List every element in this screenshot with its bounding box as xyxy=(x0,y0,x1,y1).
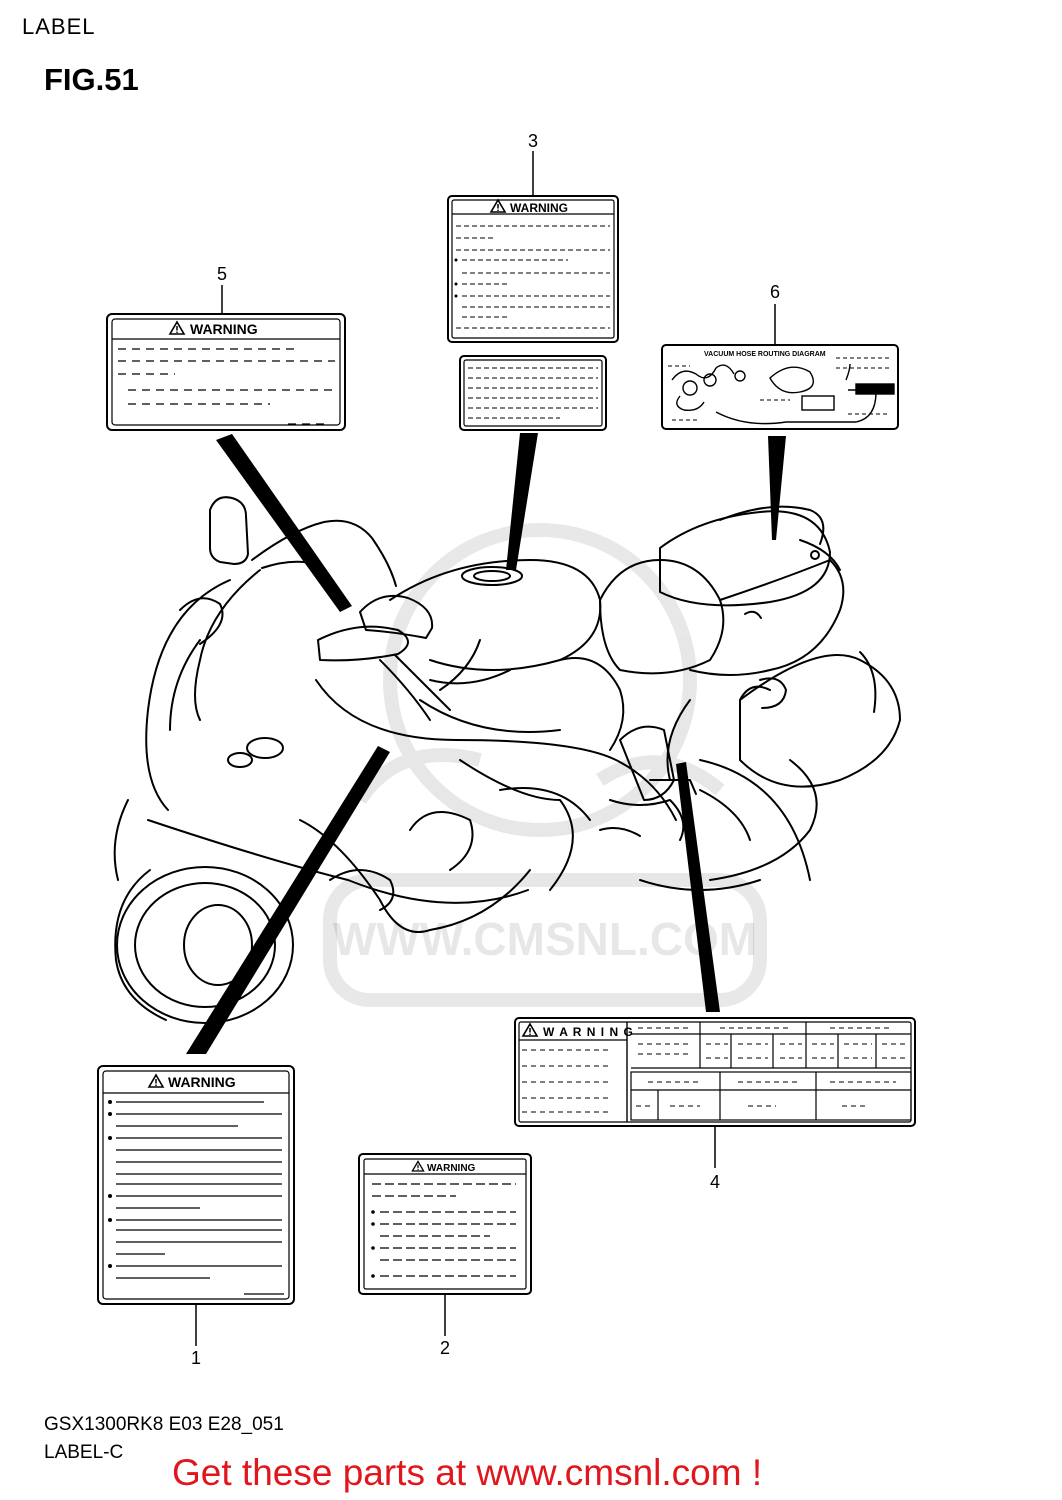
callout-1: 1 xyxy=(191,1348,201,1368)
callout-6: 6 xyxy=(770,282,780,302)
label-4-warning-table-sticker[interactable]: W A R N I N G xyxy=(514,1017,916,1127)
callout-3: 3 xyxy=(528,131,538,151)
label-5-warning-text: WARNING xyxy=(190,321,258,337)
group-label: LABEL-C xyxy=(44,1442,124,1463)
callout-5: 5 xyxy=(217,264,227,284)
label-3-warning-text: WARNING xyxy=(510,201,568,215)
label-4-warning-text: W A R N I N G xyxy=(543,1025,634,1039)
callout-4: 4 xyxy=(710,1172,720,1192)
promo-link[interactable]: Get these parts at www.cmsnl.com ! xyxy=(172,1452,763,1493)
label-2-warning-text: WARNING xyxy=(427,1163,476,1174)
label-3-warning-sticker[interactable]: WARNING xyxy=(447,195,619,343)
label-2-warning-sticker[interactable]: WARNING xyxy=(358,1153,532,1295)
label-3-secondary-sticker[interactable] xyxy=(459,355,607,431)
label-1-warning-text: WARNING xyxy=(168,1074,236,1090)
label-5-warning-sticker[interactable]: WARNING xyxy=(106,313,346,431)
label-6-vacuum-hose-routing-diagram[interactable]: VACUUM HOSE ROUTING DIAGRAM xyxy=(661,344,899,430)
watermark-text: WWW.CMSNL.COM xyxy=(333,913,757,965)
callout-2: 2 xyxy=(440,1338,450,1358)
figure-title: FIG.51 xyxy=(44,62,139,97)
model-code: GSX1300RK8 E03 E28_051 xyxy=(44,1414,284,1435)
motorcycle-illustration xyxy=(113,496,901,1024)
page-section-label: LABEL xyxy=(22,14,96,39)
leader-pointers xyxy=(186,433,786,1054)
label-1-warning-sticker[interactable]: WARNING xyxy=(97,1065,295,1305)
label-6-title: VACUUM HOSE ROUTING DIAGRAM xyxy=(704,351,826,358)
cms-watermark xyxy=(323,523,767,1007)
